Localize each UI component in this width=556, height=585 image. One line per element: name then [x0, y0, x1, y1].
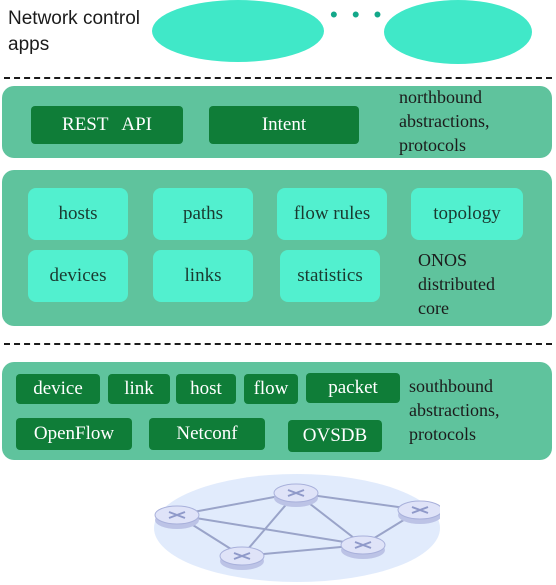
- core-module-devices: devices: [28, 250, 128, 302]
- southbound-device: device: [16, 374, 100, 404]
- onos-core-label: ONOS distributed core: [418, 250, 495, 318]
- southbound-flow: flow: [244, 374, 298, 404]
- core-module-topology: topology: [411, 188, 523, 240]
- southbound-netconf: Netconf: [149, 418, 265, 450]
- southbound-label: southbound abstractions, protocols: [409, 376, 500, 444]
- core-module-hosts: hosts: [28, 188, 128, 240]
- southbound-packet: packet: [306, 373, 400, 403]
- ellipsis: • • •: [330, 2, 386, 27]
- router-icon: [397, 500, 440, 524]
- southbound-host: host: [176, 374, 236, 404]
- router-icon: [219, 546, 265, 570]
- rest-api-button: REST API: [31, 106, 183, 144]
- southbound-openflow: OpenFlow: [16, 418, 132, 450]
- control-app-ellipse-2: [384, 0, 532, 64]
- core-module-flow-rules: flow rules: [277, 188, 387, 240]
- core-module-links: links: [153, 250, 253, 302]
- separator-top: [4, 77, 552, 79]
- router-icon: [273, 483, 319, 507]
- northbound-label: northbound abstractions, protocols: [399, 87, 490, 155]
- network-control-apps-label: Network control apps: [8, 8, 140, 55]
- router-icon: [154, 505, 200, 529]
- router-icon: [340, 535, 386, 559]
- intent-button: Intent: [209, 106, 359, 144]
- southbound-ovsdb: OVSDB: [288, 420, 382, 452]
- control-app-ellipse-1: [152, 0, 324, 62]
- core-module-paths: paths: [153, 188, 253, 240]
- southbound-link: link: [108, 374, 170, 404]
- network-topology-graphic: [154, 483, 440, 570]
- core-module-statistics: statistics: [280, 250, 380, 302]
- separator-bottom: [4, 343, 552, 345]
